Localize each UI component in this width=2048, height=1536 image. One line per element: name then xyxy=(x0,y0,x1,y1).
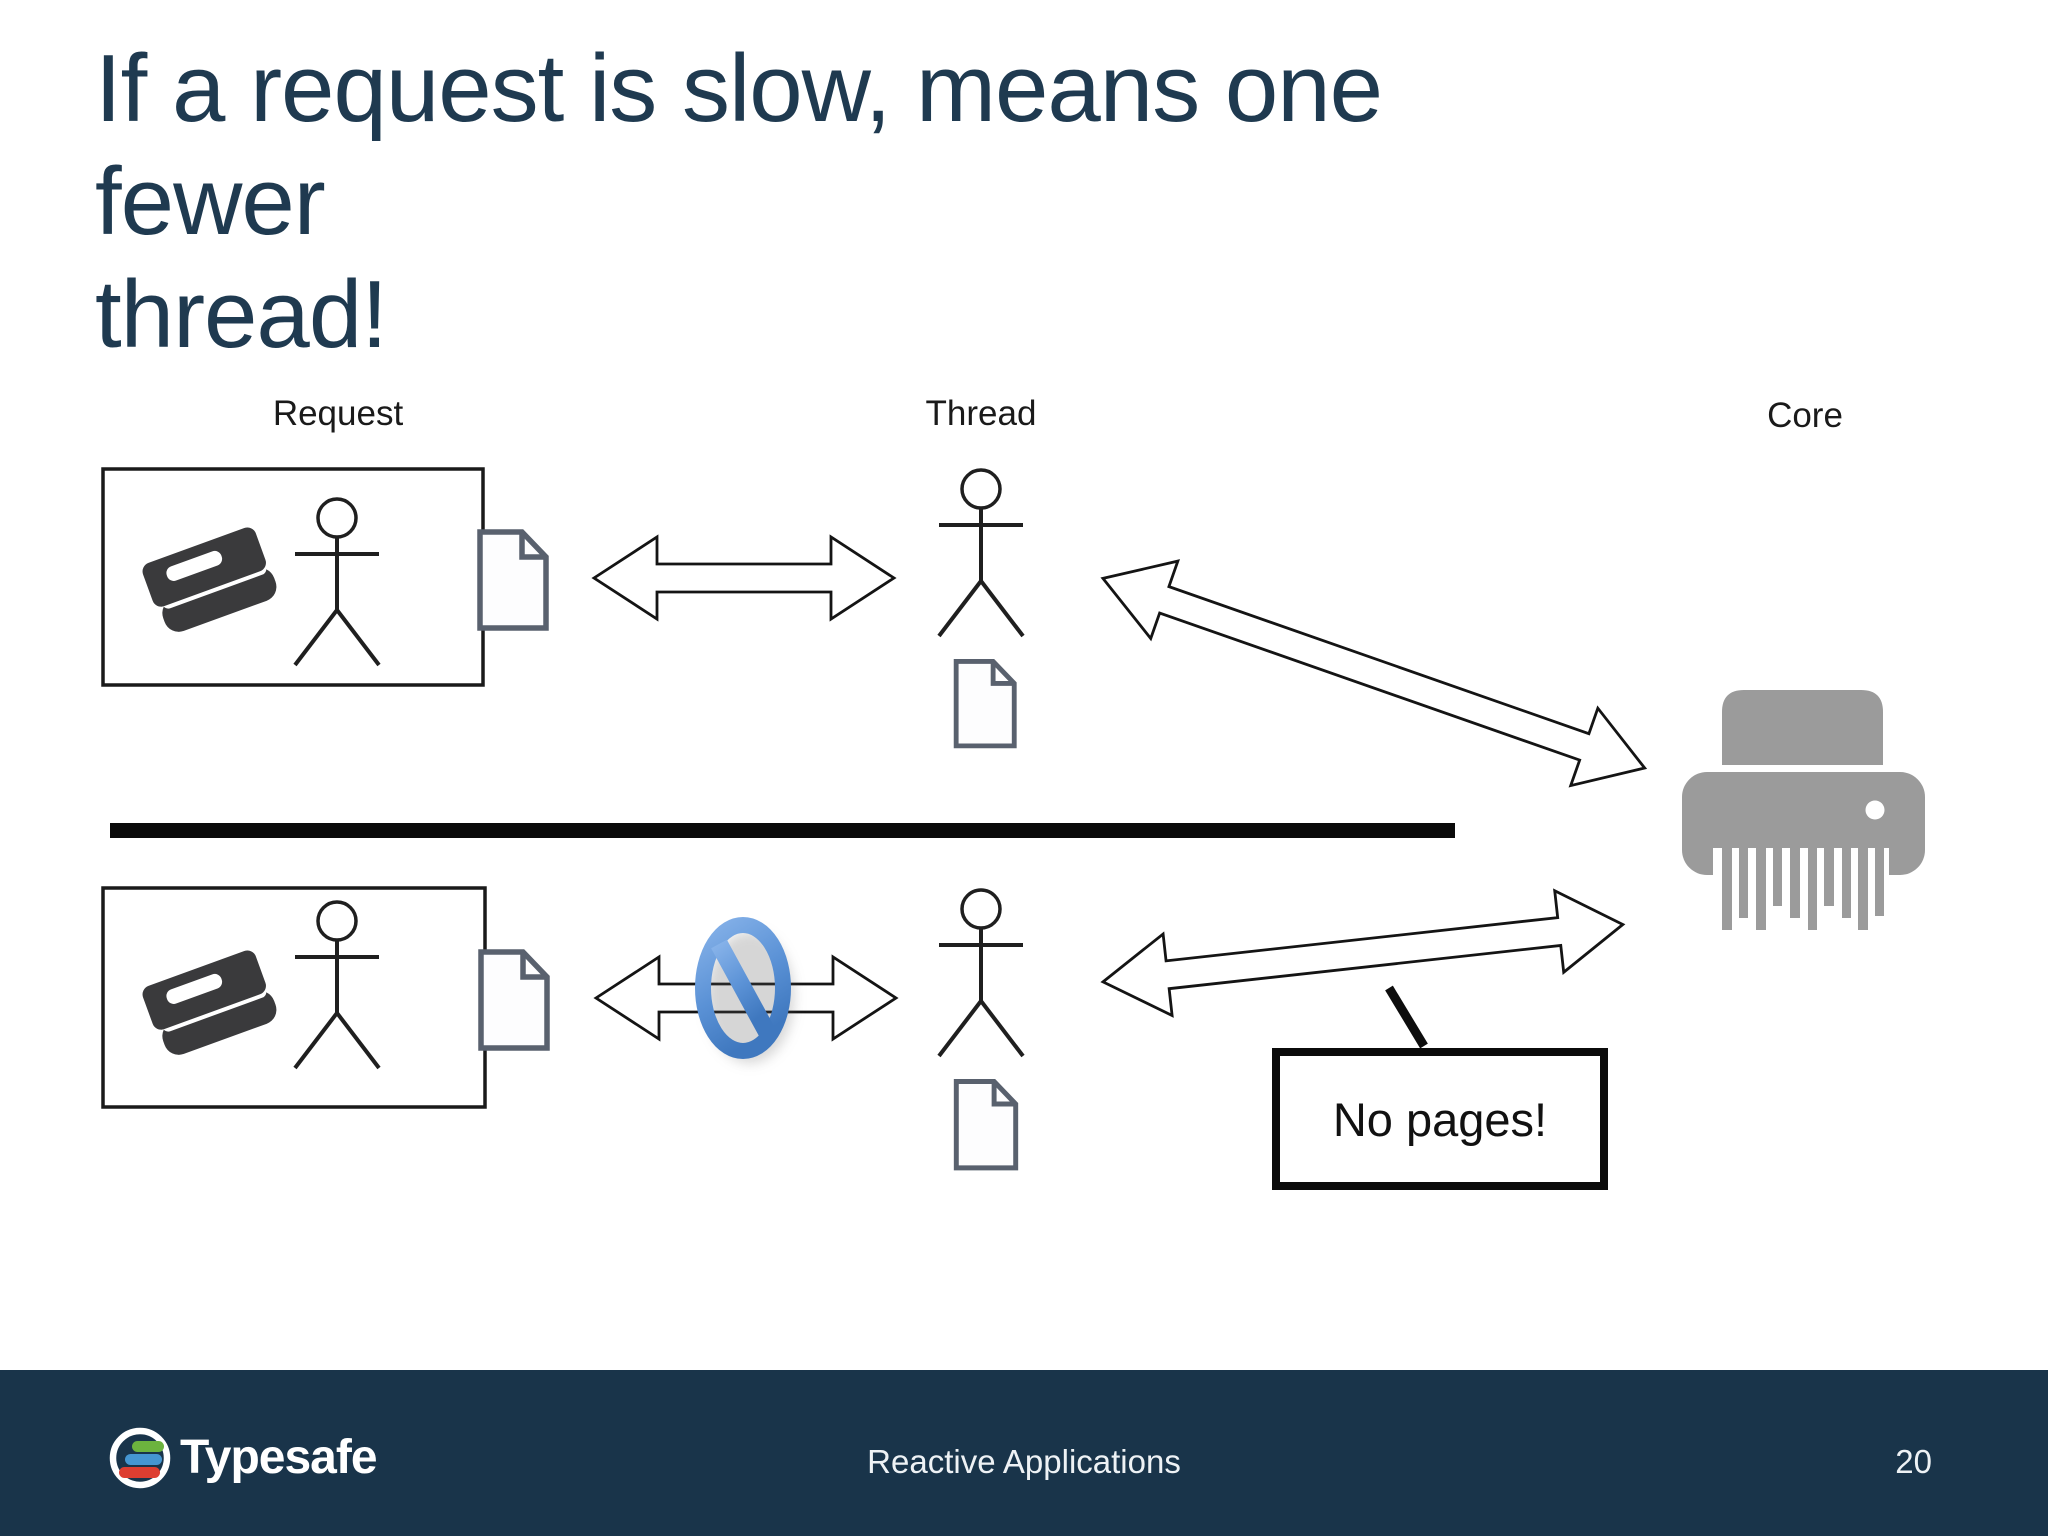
footer-deck-title: Reactive Applications xyxy=(867,1443,1181,1480)
footer-bar: Typesafe Reactive Applications 20 xyxy=(0,1370,2048,1536)
divider-line xyxy=(110,823,1455,838)
callout-pointer-line xyxy=(1385,985,1428,1049)
double-arrow-thread-core-bottom xyxy=(1100,888,1626,1018)
page-title: If a request is slow, means one fewer th… xyxy=(95,32,1515,371)
document-page-icon xyxy=(956,661,1014,745)
page-title-line2: thread! xyxy=(95,261,388,368)
no-pages-text: No pages! xyxy=(1332,1092,1548,1146)
request-column-label: Request xyxy=(272,394,404,433)
page-number: 20 xyxy=(1895,1443,1932,1480)
shredder-core-icon xyxy=(1682,690,1925,930)
document-page-icon xyxy=(956,1082,1015,1168)
document-page-icon xyxy=(481,952,547,1048)
typesafe-logo-icon xyxy=(109,1427,171,1489)
core-column-label: Core xyxy=(1767,396,1843,435)
page-title-line1: If a request is slow, means one fewer xyxy=(95,35,1383,255)
thread-column-label: Thread xyxy=(925,394,1037,433)
double-arrow-top xyxy=(591,534,897,622)
request-box-top xyxy=(101,467,485,687)
no-pages-callout: No pages! xyxy=(1272,1048,1608,1190)
document-page-icon xyxy=(480,532,546,628)
no-entry-prohibition-icon xyxy=(695,917,794,1063)
stick-figure-person-icon xyxy=(937,888,1025,1058)
brand-name: Typesafe xyxy=(180,1431,378,1484)
double-arrow-thread-core-top xyxy=(1100,559,1648,788)
stick-figure-person-icon xyxy=(937,468,1025,638)
